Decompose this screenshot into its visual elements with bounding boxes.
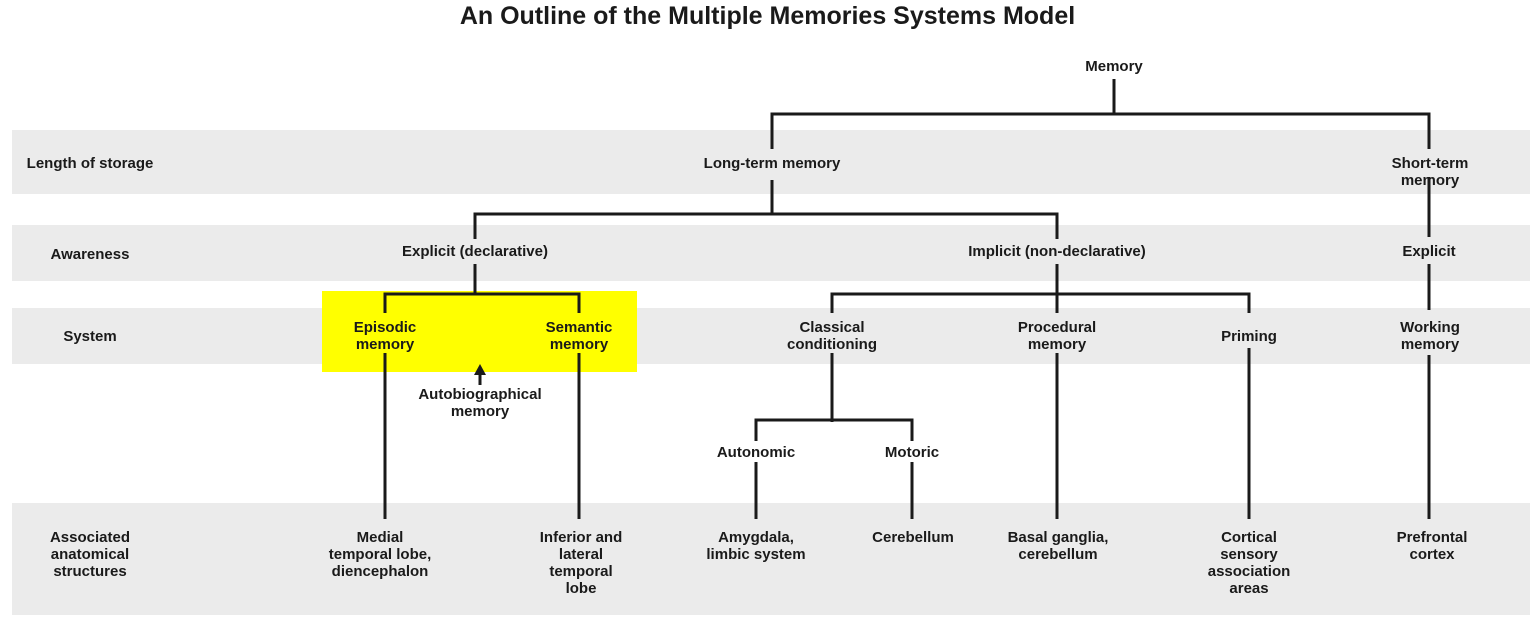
node-explicit-declarative: Explicit (declarative) xyxy=(402,243,548,260)
node-memory: Memory xyxy=(1085,58,1143,75)
row-band-anatomical-structures xyxy=(12,503,1530,615)
structure-basal-ganglia-cerebellum: Basal ganglia, cerebellum xyxy=(1007,529,1109,563)
structure-inferior-lateral-temporal-lobe: Inferior and lateral temporal lobe xyxy=(539,529,623,597)
node-procedural-memory: Procedural memory xyxy=(1017,319,1097,353)
structure-cerebellum: Cerebellum xyxy=(872,529,954,546)
row-band-system xyxy=(12,308,1530,364)
connector-longterm-to-explicit-implicit xyxy=(473,212,1059,239)
node-motoric: Motoric xyxy=(884,444,940,461)
node-autobiographical-memory: Autobiographical memory xyxy=(418,386,542,420)
autobiographical-arrow-head-icon xyxy=(474,364,486,375)
node-explicit-short-term: Explicit xyxy=(1402,243,1456,260)
node-implicit-non-declarative: Implicit (non-declarative) xyxy=(968,243,1146,260)
connector-memory-to-longterm-shortterm xyxy=(770,112,1431,149)
structure-amygdala-limbic-system: Amygdala, limbic system xyxy=(706,529,806,563)
row-header-system: System xyxy=(63,328,117,345)
row-band-awareness xyxy=(12,225,1530,281)
connector-explicit-to-episodic-semantic xyxy=(383,292,581,313)
node-priming: Priming xyxy=(1221,328,1277,345)
structure-medial-temporal-lobe: Medial temporal lobe, diencephalon xyxy=(328,529,432,580)
diagram-title: An Outline of the Multiple Memories Syst… xyxy=(459,2,1076,30)
row-header-awareness: Awareness xyxy=(50,246,130,263)
node-working-memory: Working memory xyxy=(1400,319,1460,353)
node-long-term-memory: Long-term memory xyxy=(703,155,841,172)
node-classical-conditioning: Classical conditioning xyxy=(787,319,877,353)
highlight-episodic-semantic xyxy=(322,291,637,372)
connector-classical-to-autonomic-motoric xyxy=(754,418,914,441)
row-header-anatomical-structures: Associated anatomical structures xyxy=(49,529,131,580)
connector-implicit-to-children xyxy=(830,292,1251,313)
structure-prefrontal-cortex: Prefrontal cortex xyxy=(1396,529,1468,563)
node-autonomic: Autonomic xyxy=(716,444,796,461)
node-episodic-memory: Episodic memory xyxy=(353,319,417,353)
structure-cortical-sensory-association-areas: Cortical sensory association areas xyxy=(1207,529,1291,597)
node-short-term-memory: Short-term memory xyxy=(1391,155,1469,189)
row-header-length-of-storage: Length of storage xyxy=(26,155,154,172)
node-semantic-memory: Semantic memory xyxy=(545,319,613,353)
